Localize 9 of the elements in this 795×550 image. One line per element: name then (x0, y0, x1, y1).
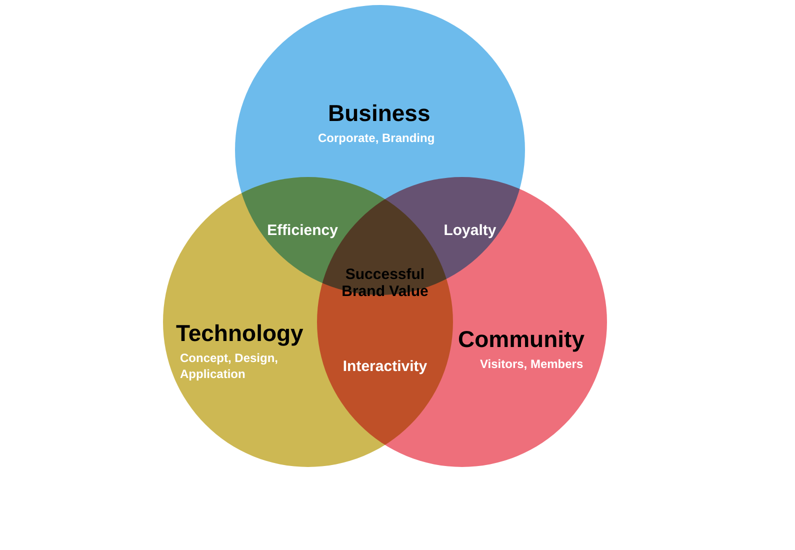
circle-title: Technology (176, 320, 304, 347)
circle-title: Business (328, 100, 430, 127)
overlap-label: Interactivity (342, 358, 428, 375)
overlap-label: Loyalty (442, 222, 498, 239)
overlap-label: Efficiency (266, 222, 339, 239)
circle-subtitle: Concept, Design, Application (180, 350, 280, 382)
circle-subtitle: Visitors, Members (480, 356, 584, 372)
circle-subtitle: Corporate, Branding (318, 130, 436, 146)
circle-title: Community (458, 326, 584, 353)
